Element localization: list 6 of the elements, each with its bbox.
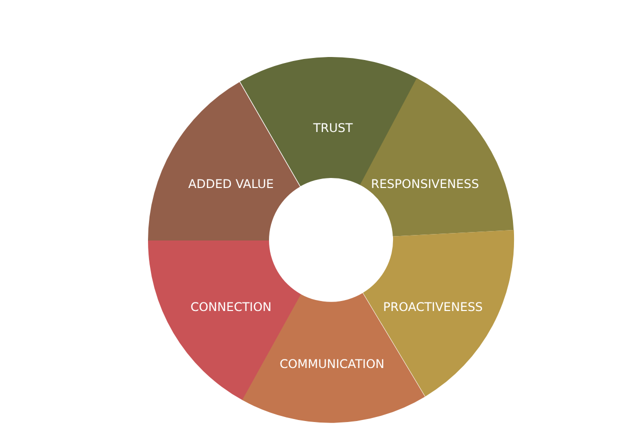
segment-label: COMMUNICATION	[280, 356, 384, 371]
segment-label: PROACTIVENESS	[383, 300, 483, 314]
segment-label: ADDED VALUE	[188, 176, 274, 191]
segment-label: RESPONSIVENESS	[371, 176, 479, 191]
segment-label: CONNECTION	[190, 300, 272, 314]
segment-label: TRUST	[313, 120, 353, 135]
